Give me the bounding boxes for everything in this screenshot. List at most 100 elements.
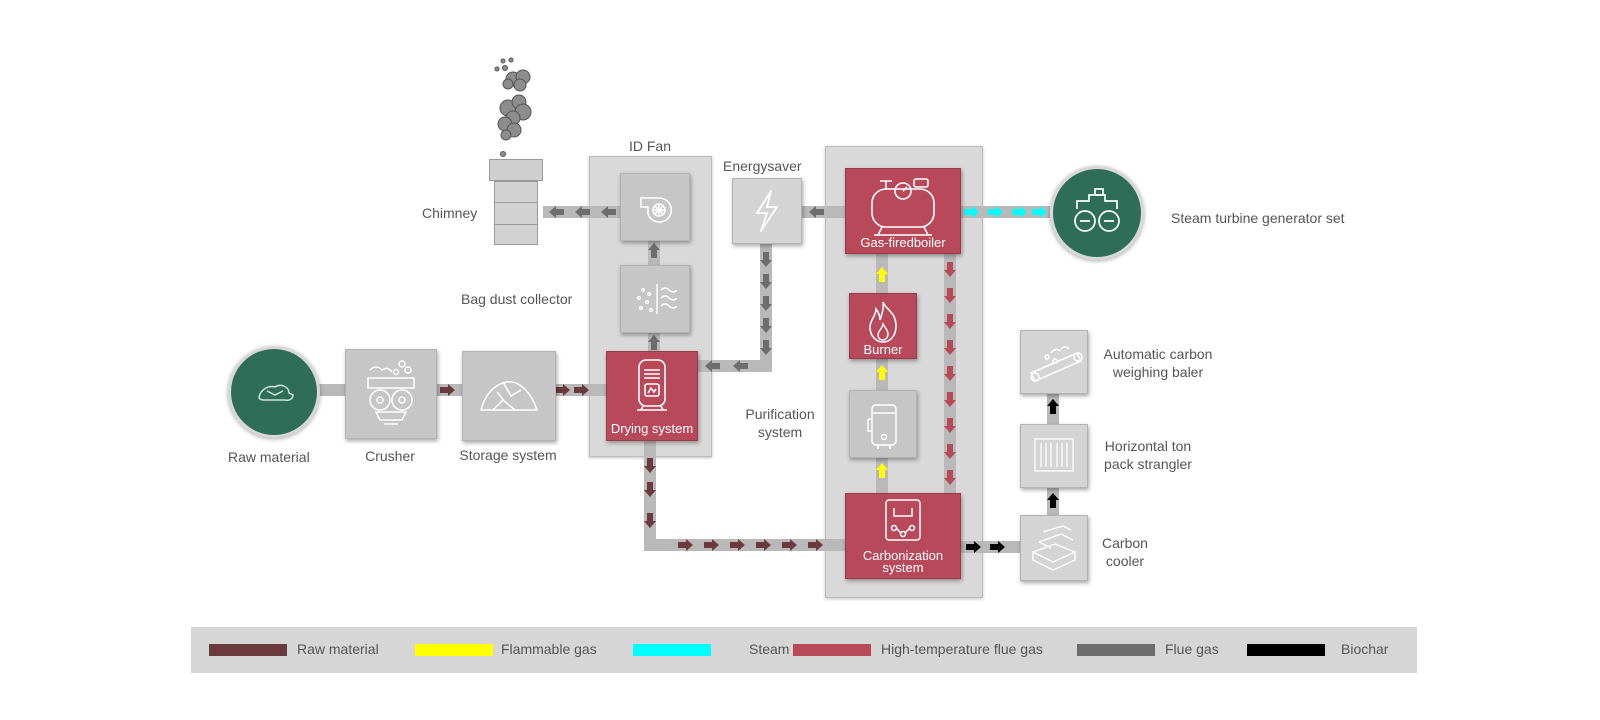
storage-pile-icon — [480, 381, 539, 411]
arrow-flue-gas — [733, 360, 748, 372]
carbonization-label-1: Carbonization — [862, 548, 944, 563]
arrow-raw-material — [782, 539, 797, 551]
arrow-high-temp-flue-gas — [944, 444, 956, 459]
arrow-raw-material — [644, 458, 656, 473]
arrow-raw-material — [808, 539, 823, 551]
cooler-label-1: Carbon — [1102, 535, 1148, 551]
crusher-icon — [367, 360, 415, 425]
legend-swatch-steam — [633, 644, 711, 656]
legend-swatch-flammable-gas — [415, 644, 493, 656]
burner-box[interactable]: Burner — [849, 293, 917, 359]
arrow-high-temp-flue-gas — [944, 314, 956, 329]
burner-label: Burner — [863, 342, 903, 357]
legend-swatch-high-temp-flue-gas — [793, 644, 871, 656]
arrow-raw-material — [440, 384, 455, 396]
storage-system-box[interactable] — [462, 351, 556, 441]
arrow-high-temp-flue-gas — [944, 392, 956, 407]
arrow-steam — [964, 206, 979, 218]
arrow-raw-material — [756, 539, 771, 551]
arrow-flue-gas — [648, 335, 660, 350]
arrow-biochar — [1047, 399, 1059, 414]
purification-system-label-2: system — [757, 424, 803, 440]
arrow-flue-gas — [760, 296, 772, 311]
baler-box[interactable] — [1020, 330, 1088, 394]
arrow-flue-gas — [575, 206, 590, 218]
drying-system-label: Drying system — [610, 421, 694, 436]
id-fan-label: ID Fan — [628, 138, 671, 154]
drying-system-box[interactable]: Drying system — [606, 351, 698, 441]
cooler-stack-icon — [1031, 525, 1077, 571]
arrow-raw-material — [678, 539, 693, 551]
arrow-flue-gas — [705, 360, 720, 372]
carbonizer-icon — [885, 499, 921, 541]
legend-label-flammable-gas: Flammable gas — [501, 641, 597, 657]
arrow-raw-material — [574, 384, 589, 396]
arrow-flue-gas — [760, 340, 772, 355]
dryer-icon — [637, 359, 667, 411]
raw-material-label: Raw material — [228, 449, 310, 465]
lightning-icon — [756, 190, 778, 232]
arrow-raw-material — [730, 539, 745, 551]
arrow-high-temp-flue-gas — [944, 418, 956, 433]
raw-material-icon — [258, 384, 294, 401]
carbonization-system-box[interactable]: Carbonization system — [845, 493, 961, 579]
arrow-flue-gas — [601, 206, 616, 218]
strangler-box[interactable] — [1020, 424, 1088, 488]
bag-dust-collector-label: Bag dust collector — [461, 291, 573, 307]
arrow-biochar — [966, 541, 981, 553]
purifier-tank-icon — [867, 404, 897, 449]
arrow-flue-gas — [760, 252, 772, 267]
id-fan-box[interactable] — [620, 173, 690, 241]
arrow-raw-material — [644, 482, 656, 497]
legend-label-raw-material: Raw material — [297, 641, 379, 657]
arrow-high-temp-flue-gas — [944, 262, 956, 277]
carbon-cooler-box[interactable] — [1020, 515, 1088, 581]
legend-label-flue-gas: Flue gas — [1165, 641, 1219, 657]
raw-material-circle[interactable] — [228, 346, 320, 438]
dust-filter-icon — [636, 284, 678, 314]
boiler-tank-icon — [871, 178, 935, 236]
legend-swatch-raw-material — [209, 644, 287, 656]
arrow-raw-material — [704, 539, 719, 551]
storage-system-label: Storage system — [459, 447, 557, 463]
generator-icon — [1074, 188, 1120, 232]
arrow-high-temp-flue-gas — [944, 470, 956, 485]
baler-label-1: Automatic carbon — [1103, 346, 1213, 362]
legend-label-biochar: Biochar — [1341, 641, 1389, 657]
arrow-flue-gas — [760, 274, 772, 289]
arrow-flammable-gas — [876, 267, 888, 282]
legend-swatch-biochar — [1247, 644, 1325, 656]
legend: Raw material Flammable gas Steam High-te… — [191, 627, 1417, 673]
smoke-icon — [494, 57, 532, 157]
baler-label-2: weighing baler — [1112, 364, 1204, 380]
steam-turbine-circle[interactable] — [1050, 166, 1144, 260]
arrow-high-temp-flue-gas — [944, 288, 956, 303]
gas-fired-boiler-box[interactable]: Gas-firedboiler — [845, 168, 961, 254]
purification-system-label-1: Purification — [745, 406, 815, 422]
strangler-label-1: Horizontal ton — [1104, 438, 1192, 454]
arrow-high-temp-flue-gas — [944, 340, 956, 355]
gas-fired-boiler-label: Gas-firedboiler — [860, 235, 946, 250]
cooler-label-2: cooler — [1105, 553, 1145, 569]
bag-dust-collector-box[interactable] — [620, 265, 690, 333]
energysaver-box[interactable] — [732, 178, 802, 244]
flame-icon — [869, 301, 897, 343]
baler-icon — [1029, 346, 1083, 382]
purifier-box[interactable] — [849, 390, 917, 458]
arrow-biochar — [1047, 493, 1059, 508]
arrow-flue-gas — [809, 206, 824, 218]
strangler-icon — [1034, 438, 1074, 472]
legend-label-high-temp-flue-gas: High-temperature flue gas — [881, 641, 1043, 657]
chimney-label: Chimney — [422, 205, 478, 221]
arrow-steam — [988, 206, 1003, 218]
track-raw-to-crusher — [314, 384, 346, 396]
crusher-box[interactable] — [345, 349, 437, 439]
arrow-raw-material — [644, 513, 656, 528]
arrow-flue-gas — [648, 243, 660, 258]
crusher-label: Crusher — [365, 448, 415, 464]
chimney-icon — [489, 159, 543, 245]
arrow-flue-gas — [549, 206, 564, 218]
strangler-label-2: pack strangler — [1104, 456, 1192, 472]
arrow-flammable-gas — [876, 463, 888, 478]
